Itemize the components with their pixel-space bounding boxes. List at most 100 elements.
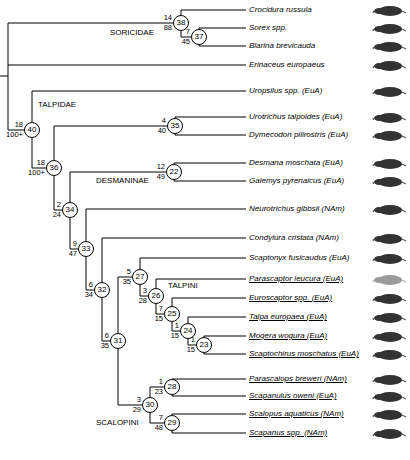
support-value: 35 <box>123 278 131 286</box>
tip-line <box>172 298 246 306</box>
tip-line <box>172 431 246 433</box>
node-number: 29 <box>168 419 177 427</box>
node-circle: 25 <box>164 306 180 322</box>
branch-line <box>86 257 94 290</box>
node-circle: 30 <box>142 397 158 413</box>
clade-name: DESMANINAE <box>96 176 149 185</box>
node-number: 40 <box>28 126 37 134</box>
taxon-name: Urotrichus talpoides (EuA) <box>249 112 342 122</box>
taxon-name: Scapanulus oweni (EuA) <box>249 391 337 401</box>
branch-line <box>54 126 167 160</box>
node-circle: 31 <box>110 333 126 349</box>
support-value: 7 <box>186 28 190 36</box>
support-value: 12 <box>157 163 165 171</box>
node-circle: 37 <box>191 29 207 45</box>
support-value: 7 <box>159 414 163 422</box>
tip-line <box>172 379 246 380</box>
node-circle: 34 <box>62 202 78 218</box>
support-value: 4 <box>162 117 166 125</box>
tip-line <box>86 209 246 241</box>
support-value: 14 <box>164 14 172 22</box>
node-number: 33 <box>82 245 91 253</box>
taxon-name: Talpa europaea (EuA) <box>249 312 327 322</box>
taxon-name: Erinaceus europaeus <box>249 60 325 70</box>
node-circle: 32 <box>94 282 110 298</box>
node-number: 28 <box>168 383 177 391</box>
taxon-name: Uropsilus spp. (EuA) <box>249 86 322 96</box>
clade-name: TALPIDAE <box>38 100 76 109</box>
support-value: 18 <box>15 121 23 129</box>
branch-line <box>172 322 180 331</box>
node-number: 27 <box>136 273 145 281</box>
node-circle: 35 <box>167 118 183 134</box>
tip-line <box>188 317 246 323</box>
clade-name: SCALOPINI <box>96 418 139 427</box>
branch-line <box>118 277 132 333</box>
support-value: 2 <box>57 201 61 209</box>
taxon-name: Parascaptor leucura (EuA) <box>249 274 343 284</box>
node-circle: 22 <box>166 164 182 180</box>
support-value: 6 <box>89 281 93 289</box>
branch-line <box>156 304 164 314</box>
node-circle: 23 <box>196 337 212 353</box>
tip-line <box>140 258 246 269</box>
taxon-name: Mogera wogura (EuA) <box>249 331 327 341</box>
node-number: 26 <box>152 292 161 300</box>
taxon-name: Parascalops breweri (NAm) <box>249 374 347 384</box>
tip-line <box>175 117 246 118</box>
node-circle: 40 <box>24 122 40 138</box>
tip-line <box>175 134 246 135</box>
support-value: 9 <box>73 240 77 248</box>
support-value: 3 <box>137 396 141 404</box>
support-value: 100+ <box>6 131 23 139</box>
taxon-name: Desmana moschata (EuA) <box>249 158 343 168</box>
clade-name: SORICIDAE <box>110 28 154 37</box>
node-number: 35 <box>171 122 180 130</box>
taxon-name: Scapanus spp. (NAm) <box>249 428 327 438</box>
support-value: 34 <box>85 291 93 299</box>
support-value: 3 <box>143 287 147 295</box>
node-circle: 26 <box>148 288 164 304</box>
support-value: 24 <box>53 211 61 219</box>
node-number: 24 <box>184 327 193 335</box>
taxon-name: Scaptochirus moschatus (EuA) <box>249 349 359 359</box>
branch-line <box>118 349 142 405</box>
support-value: 49 <box>157 173 165 181</box>
branch-line <box>70 218 78 249</box>
tip-line <box>172 395 246 396</box>
support-value: 28 <box>139 297 147 305</box>
support-value: 100+ <box>28 169 45 177</box>
branch-line <box>32 138 46 168</box>
taxon-name: Blarina brevicauda <box>249 41 315 51</box>
support-value: 6 <box>105 332 109 340</box>
node-circle: 27 <box>132 269 148 285</box>
node-number: 30 <box>146 401 155 409</box>
taxon-name: Neurotrichus gibbsii (NAm) <box>249 204 345 214</box>
support-value: 88 <box>164 24 172 32</box>
branch-line <box>70 172 166 202</box>
tip-line <box>199 45 246 46</box>
taxon-name: Scaptonyx fusicaudus (EuA) <box>249 253 350 263</box>
branch-line <box>102 298 110 341</box>
node-number: 37 <box>195 33 204 41</box>
support-value: 29 <box>133 406 141 414</box>
node-number: 22 <box>170 168 179 176</box>
support-value: 23 <box>155 388 163 396</box>
taxon-name: Condylura cristata (NAm) <box>249 233 339 243</box>
taxon-name: Dymecodon pilirostris (EuA) <box>249 130 348 140</box>
support-value: 15 <box>171 332 179 340</box>
support-value: 15 <box>187 346 195 354</box>
root-line <box>0 76 8 77</box>
tip-line <box>174 180 246 181</box>
support-value: 5 <box>127 268 131 276</box>
tip-line <box>172 414 246 415</box>
support-value: 1 <box>191 336 195 344</box>
node-number: 23 <box>200 341 209 349</box>
taxon-name: Galemys pyrenaicus (EuA) <box>249 176 344 186</box>
support-value: 48 <box>155 424 163 432</box>
node-number: 36 <box>50 164 59 172</box>
tip-line <box>32 91 246 122</box>
support-value: 47 <box>69 250 77 258</box>
tip-line <box>102 238 246 282</box>
